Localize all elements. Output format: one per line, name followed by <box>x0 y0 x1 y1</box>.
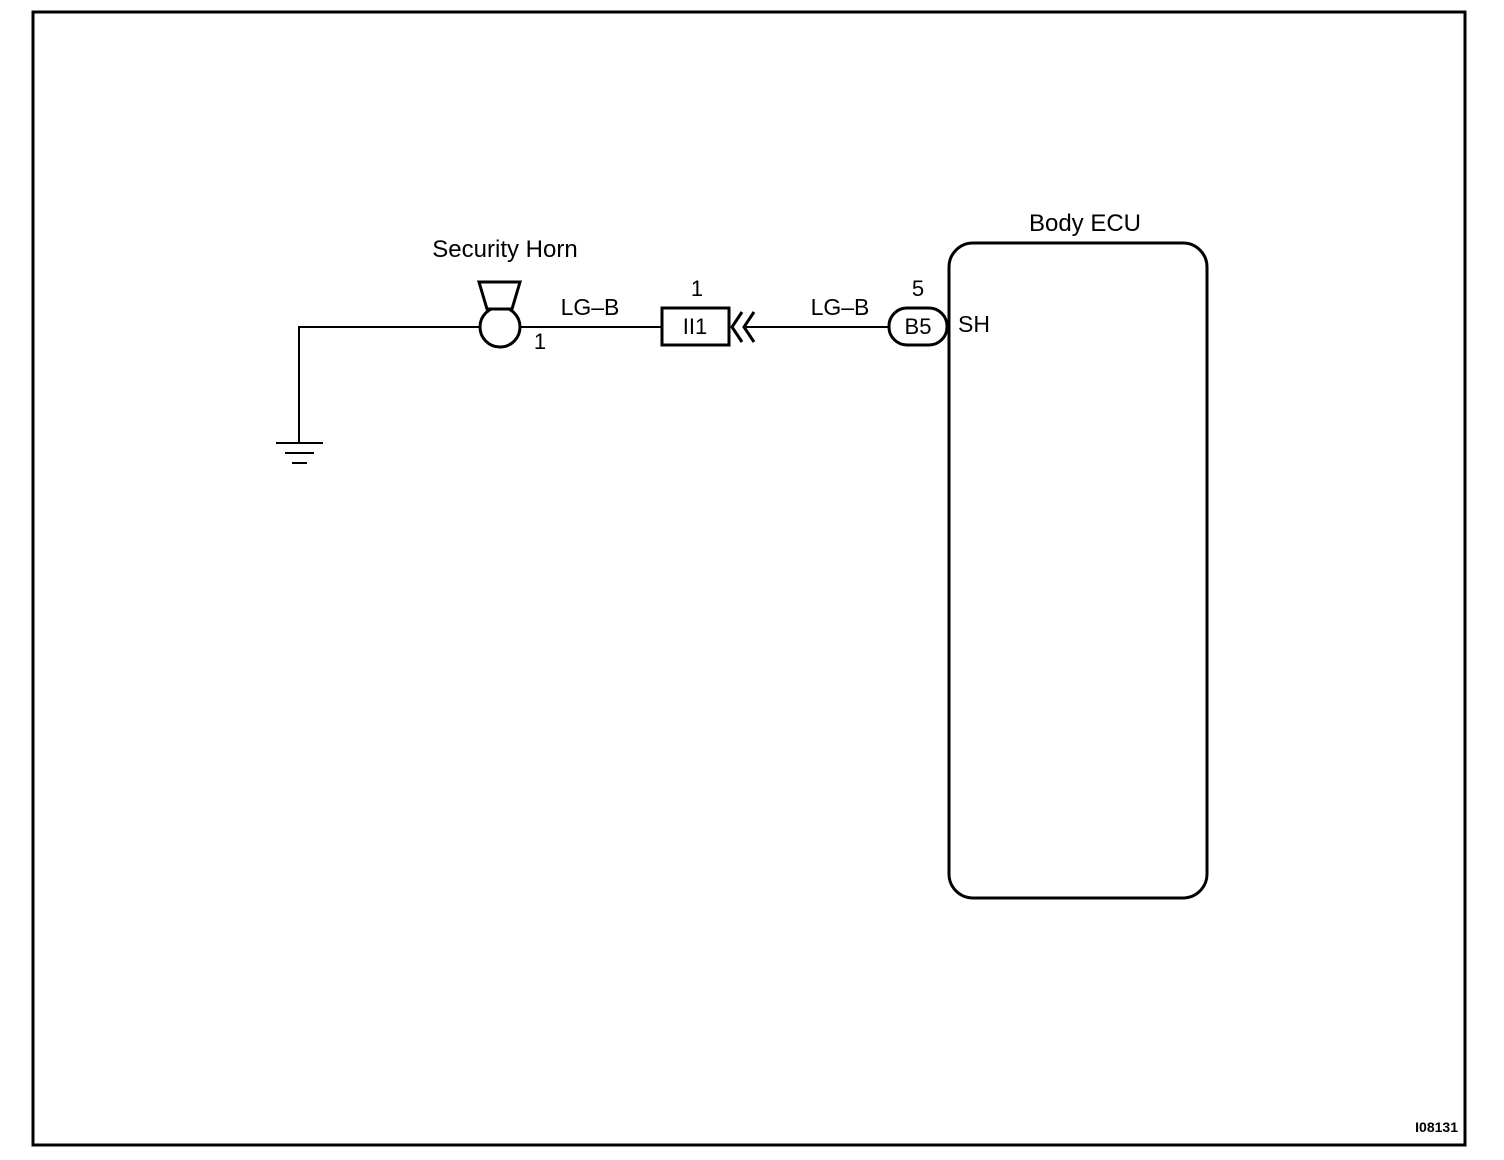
security-horn-icon <box>476 280 523 349</box>
ecu-terminal-name: SH <box>958 311 990 337</box>
ecu-connector-pin: 5 <box>912 276 924 301</box>
security-horn-label: Security Horn <box>432 236 577 263</box>
body-ecu-box <box>947 241 1209 900</box>
ecu-connector-oval <box>887 306 949 347</box>
ecu-connector-id: B5 <box>905 314 932 339</box>
body-ecu-label: Body ECU <box>1029 210 1141 237</box>
wire-color-left: LG–B <box>561 294 620 320</box>
ground-symbol <box>276 326 480 464</box>
security-horn-pin: 1 <box>534 329 546 354</box>
wire-color-right: LG–B <box>811 294 870 320</box>
figure-code: I08131 <box>1415 1119 1458 1135</box>
connector-chevron-icon <box>730 311 756 343</box>
junction-connector-box <box>660 306 731 347</box>
junction-connector-id: II1 <box>683 314 707 339</box>
diagram-frame <box>31 10 1467 1147</box>
junction-connector-pin: 1 <box>691 276 703 301</box>
